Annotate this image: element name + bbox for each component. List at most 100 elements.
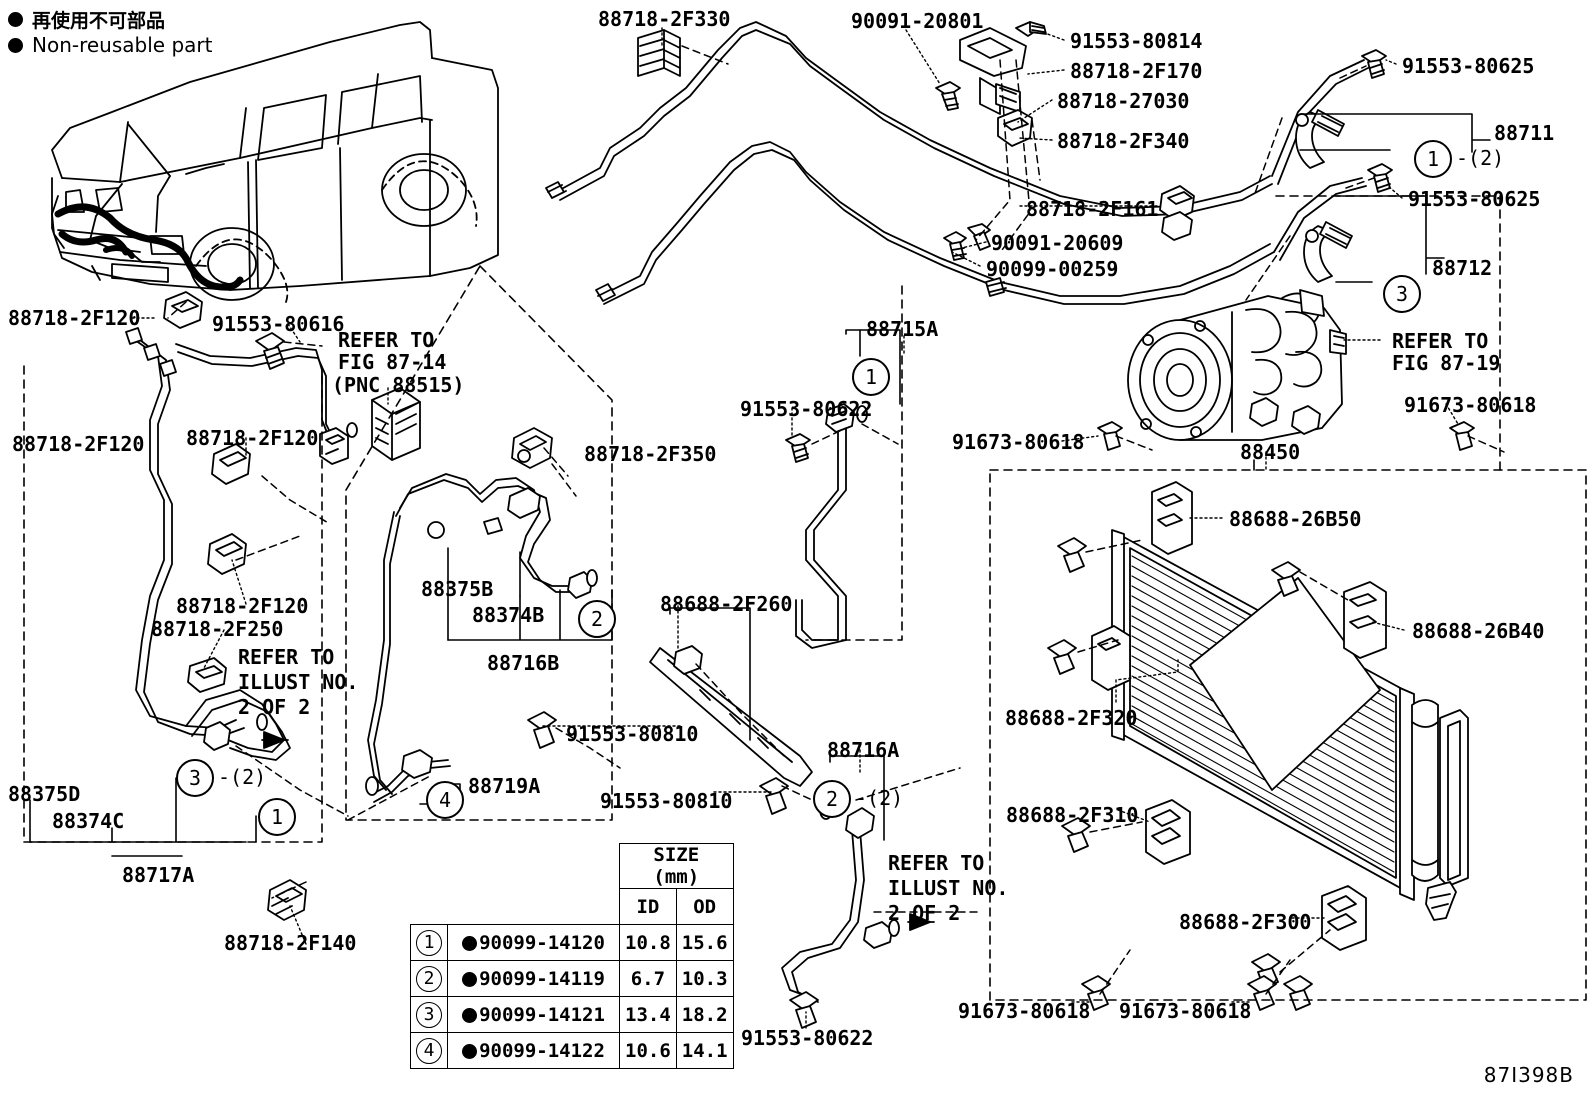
bolt-91553-80625-upper [1361,49,1387,79]
part-label-l04: 88718-2F170 [1070,59,1203,83]
part-label-l40: 88375B [421,577,494,601]
ref-circle: 4 [426,781,464,819]
part-label-l15: FIG 87-19 [1392,351,1501,375]
part-label-l30: REFER TO [338,328,435,352]
callout-leaders [131,27,1459,1029]
bolt [1057,537,1087,573]
ref-circle-2: 2 [416,965,442,992]
size-od: 15.6 [675,924,734,961]
part-label-l34: 88718-2F350 [584,442,717,466]
part-label-l06: 88718-2F340 [1057,129,1190,153]
ref-circle-group-c2: 3 [1383,275,1421,313]
bolt-91553-80622-lower [789,991,819,1029]
bolt-91553-80616 [255,332,285,370]
bolt [1097,421,1123,451]
size-table-col-od: OD [675,888,734,925]
table-row: 2 90099-14119 6.7 10.3 [410,960,734,997]
part-label-l25: 88688-2F300 [1179,910,1312,934]
part-label-l48: REFER TO [888,851,985,875]
condenser-assembly [1047,481,1469,1011]
non-reusable-dot-icon [462,1007,478,1023]
non-reusable-dot-icon [8,37,23,53]
size-od: 18.2 [675,996,734,1033]
ref-circle-group-c4: 2 [578,600,616,638]
clip-88718-2F250 [187,657,227,693]
table-row: 4 90099-14122 10.6 14.1 [410,1032,734,1069]
part-label-l32: (PNC 88515) [332,373,465,397]
bolt [1061,817,1091,853]
clip-88718-2F350 [511,427,553,469]
legend-japanese-text: 再使用不可部品 [32,9,166,32]
line-end-88712 [1273,177,1367,283]
size-id: 10.8 [619,924,677,961]
size-table-col-id: ID [619,888,677,925]
part-label-l17: 91553-80622 [740,397,873,421]
part-label-l36: 88718-2F250 [151,617,284,641]
compressor-88450 [1127,289,1347,441]
size-od: 14.1 [675,1032,734,1069]
bracket-frames [29,113,1491,857]
ref-circle: 1 [258,798,296,836]
bolt [1015,21,1047,37]
drawing-id: 87I398B [1483,1063,1574,1087]
part-label-l02: 90091-20801 [851,9,984,33]
bracket-cluster-top [935,21,1047,261]
size-id: 6.7 [619,960,677,997]
bolt [1283,975,1313,1011]
bolt [1271,561,1301,597]
ref-circle: 2 [813,780,851,818]
part-label-l22: 88688-26B40 [1412,619,1545,643]
vehicle-illustration [51,21,499,303]
clip-88718-2F120-c [207,533,247,575]
table-row: 3 90099-14121 13.4 18.2 [410,996,734,1033]
part-label-l37: REFER TO [238,645,335,669]
clip-88718-2F120-a [163,291,203,329]
ref-circle-4: 4 [416,1037,442,1064]
part-label-l31: FIG 87-14 [338,350,447,374]
ref-circle-group-c6: 3-(2) [176,759,266,797]
leader-lines [167,45,1505,995]
bolt-91553-80622-upper [785,433,811,463]
ref-circle: 1 [1414,140,1452,178]
bolt [1047,639,1077,675]
ref-circle: 2 [578,600,616,638]
ref-circle-3: 3 [416,1001,442,1028]
part-label-l12: 90099-00259 [986,257,1119,281]
expansion-valve-88515 [346,387,421,461]
bolt-91553-80625-lower [1367,163,1393,193]
legend-english-text: Non-reusable part [32,33,213,57]
ref-circle-1: 1 [416,929,442,956]
bolt-91553-80810-a [527,711,557,749]
part-label-l51: 91553-80622 [741,1026,874,1050]
non-reusable-dot-icon [462,971,478,987]
part-label-l20: 91673-80618 [1404,393,1537,417]
ref-circle-qty: -(2) [1456,146,1505,171]
part-label-l33: 88718-2F120 [186,426,319,450]
part-label-l13: 88712 [1432,256,1493,280]
pipe-88715A [795,403,868,649]
ref-circle: 1 [852,358,890,396]
bracket-88688-2F260 [649,645,813,787]
part-label-l54: 88717A [122,863,195,887]
legend: 再使用不可部品 Non-reusable part [8,6,212,58]
part-label-l11: 90091-20609 [991,231,1124,255]
part-label-l39: 2 OF 2 [238,695,311,719]
part-label-l41: 88374B [472,603,545,627]
part-number: 90099-14121 [479,1003,605,1026]
clip-88718-2F330 [637,29,681,77]
legend-row-english: Non-reusable part [8,32,212,58]
part-label-l18: 91673-80618 [952,430,1085,454]
part-label-l05: 88718-27030 [1057,89,1190,113]
part-number: 90099-14120 [479,931,605,954]
hose-88719A [365,749,451,803]
part-label-l46: 91553-80810 [600,789,733,813]
ref-circle-qty: -(2) [855,786,904,811]
pipe-88716A [781,800,935,1003]
part-label-l23: 88688-2F320 [1005,706,1138,730]
line-end-88711 [1271,59,1369,185]
part-label-l01: 88718-2F330 [598,7,731,31]
bolt [935,81,961,111]
part-label-l09: 91553-80625 [1408,187,1541,211]
part-label-l35: 88718-2F120 [176,594,309,618]
